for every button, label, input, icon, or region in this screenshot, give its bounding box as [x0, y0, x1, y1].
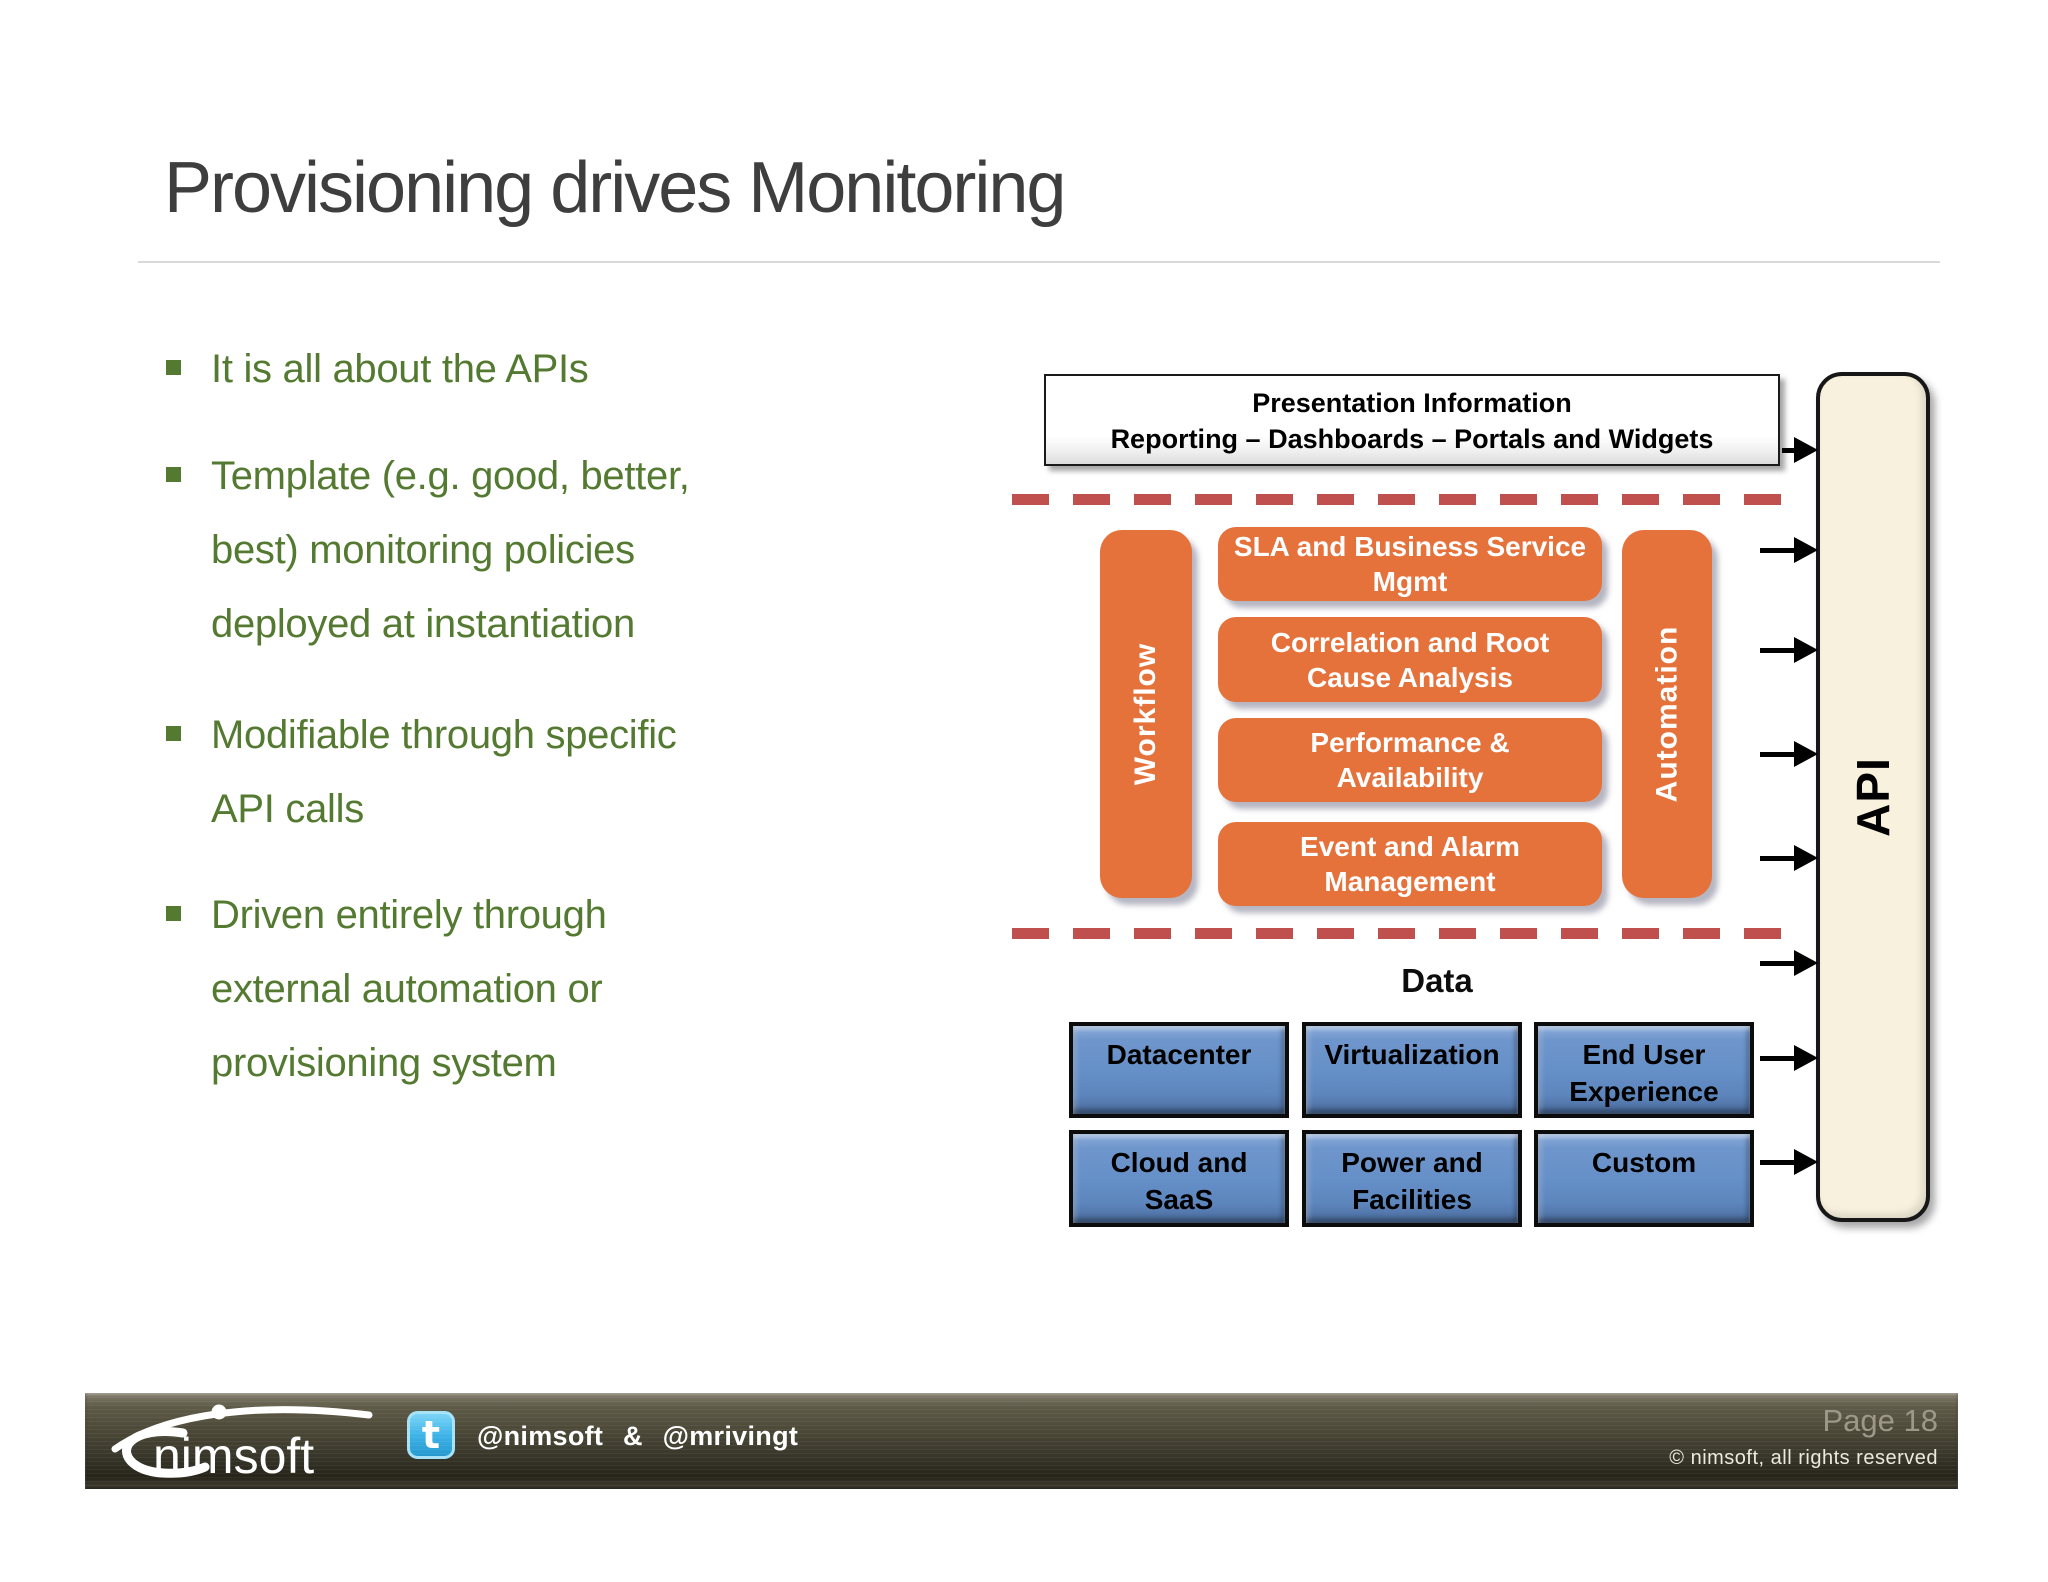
bullet-square-icon [166, 906, 181, 921]
event-alarm-box: Event and Alarm Management [1218, 822, 1602, 906]
sla-box: SLA and Business Service Mgmt [1218, 527, 1602, 601]
presentation-subtitle: Reporting – Dashboards – Portals and Wid… [1110, 424, 1714, 454]
arrow-icon [1760, 741, 1818, 767]
bullet-text: Modifiable through specific API calls [211, 713, 677, 831]
workflow-label: Workflow [1129, 642, 1163, 786]
end-user-experience-box: End User Experience [1534, 1022, 1754, 1118]
api-label: API [1847, 757, 1899, 837]
title-divider [138, 261, 1940, 263]
bullet-item: Modifiable through specific API calls [166, 698, 886, 846]
workflow-bar: Workflow [1100, 530, 1192, 898]
api-bar: API [1816, 372, 1930, 1222]
bullet-text: Driven entirely through external automat… [211, 893, 607, 1085]
twitter-handles: @nimsoft & @mrivingt [477, 1421, 799, 1451]
arrow-icon [1760, 537, 1818, 563]
arrow-icon [1760, 845, 1818, 871]
svg-text:t: t [422, 1413, 440, 1457]
copyright-text: © nimsoft, all rights reserved [1669, 1447, 1938, 1469]
footer-bar: nimsoft t @nimsoft & @mrivingt Page 18 ©… [85, 1393, 1958, 1489]
cloud-saas-box: Cloud and SaaS [1069, 1130, 1289, 1227]
power-facilities-box: Power and Facilities [1302, 1130, 1522, 1227]
arrow-icon [1760, 1045, 1818, 1071]
bullet-text: It is all about the APIs [211, 347, 589, 391]
custom-box: Custom [1534, 1130, 1754, 1227]
data-section-label: Data [1401, 962, 1473, 999]
presentation-title: Presentation Information [1252, 388, 1572, 418]
dashed-separator-top [1012, 494, 1790, 505]
bullet-item: Template (e.g. good, better, best) monit… [166, 439, 886, 661]
bullet-square-icon [166, 726, 181, 741]
arrow-icon [1760, 950, 1818, 976]
automation-bar: Automation [1622, 530, 1712, 898]
virtualization-box: Virtualization [1302, 1022, 1522, 1118]
page-number: Page 18 [1822, 1403, 1939, 1438]
nimsoft-logo: nimsoft [111, 1404, 373, 1484]
datacenter-box: Datacenter [1069, 1022, 1289, 1118]
twitter-icon: t [407, 1411, 455, 1459]
bullet-square-icon [166, 467, 181, 482]
page-title: Provisioning drives Monitoring [164, 148, 1066, 228]
performance-box: Performance & Availability [1218, 718, 1602, 802]
bullet-text: Template (e.g. good, better, best) monit… [211, 454, 690, 646]
bullet-square-icon [166, 360, 181, 375]
arrow-icon [1782, 437, 1818, 463]
presentation-information-box: Presentation Information Reporting – Das… [1044, 374, 1780, 466]
bullet-item: Driven entirely through external automat… [166, 878, 886, 1100]
dashed-separator-bottom [1012, 928, 1790, 939]
arrow-icon [1760, 1149, 1818, 1175]
correlation-box: Correlation and Root Cause Analysis [1218, 617, 1602, 702]
arrow-icon [1760, 637, 1818, 663]
bullet-item: It is all about the APIs [166, 332, 886, 406]
automation-label: Automation [1650, 625, 1684, 803]
svg-text:nimsoft: nimsoft [153, 1428, 314, 1484]
